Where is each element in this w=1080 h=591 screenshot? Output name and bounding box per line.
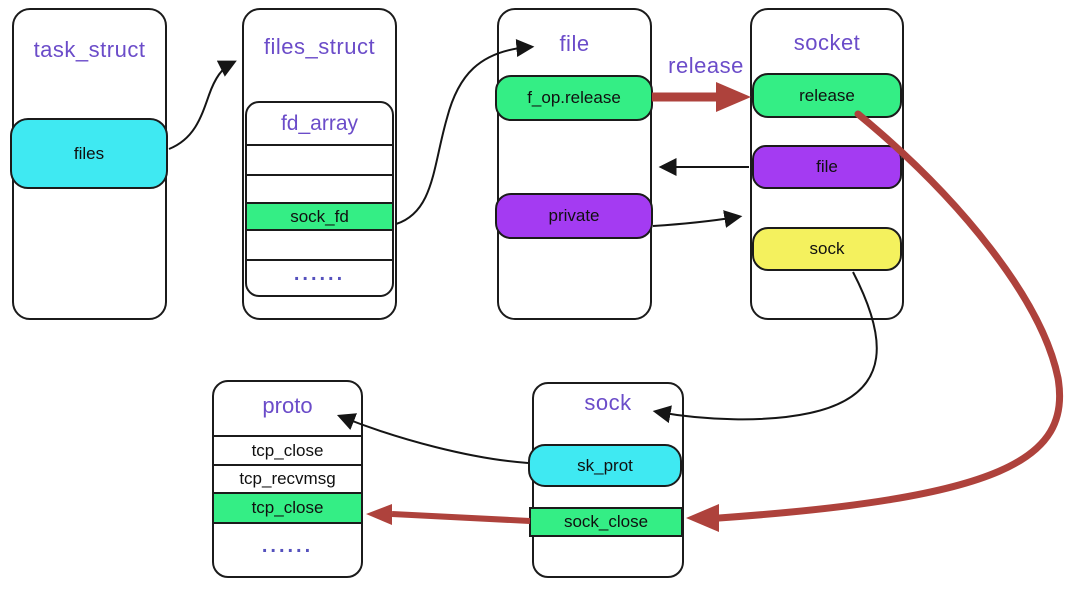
release-arrow-label: release bbox=[668, 53, 744, 78]
files-pill: files bbox=[10, 118, 168, 189]
f-op-release-pill: f_op.release bbox=[495, 75, 653, 121]
proto-row-tcp-recvmsg: tcp_recvmsg bbox=[214, 464, 361, 492]
file-title: file bbox=[559, 31, 590, 56]
fd-array-empty-row bbox=[247, 231, 392, 259]
fd-array-title: fd_array bbox=[280, 111, 359, 135]
sock-fd-row: sock_fd bbox=[247, 202, 392, 231]
ellipsis-text: ...... bbox=[293, 262, 346, 285]
private-pill: private bbox=[495, 193, 653, 239]
proto-row-tcp-close-green: tcp_close bbox=[214, 492, 361, 524]
arrow-files-to-files-struct bbox=[168, 60, 237, 150]
proto-dots-row: ...... bbox=[214, 524, 361, 576]
arrow-release-red bbox=[652, 82, 751, 112]
proto-title: proto bbox=[262, 392, 313, 418]
fd-array-empty-row bbox=[247, 174, 392, 202]
sock-title: sock bbox=[584, 390, 632, 415]
fd-array-empty-row bbox=[247, 144, 392, 174]
socket-file-pill: file bbox=[752, 145, 902, 189]
ellipsis-text: ...... bbox=[261, 534, 314, 557]
socket-sock-pill: sock bbox=[752, 227, 902, 271]
arrow-private-to-socket bbox=[652, 210, 743, 228]
sk-prot-pill: sk_prot bbox=[528, 444, 682, 487]
proto-box: proto tcp_close tcp_recvmsg tcp_close ..… bbox=[212, 380, 363, 578]
sock-close-row: sock_close bbox=[529, 507, 683, 537]
arrow-sk-prot-to-proto bbox=[336, 413, 529, 464]
fd-array-dots-row: ...... bbox=[247, 259, 392, 295]
proto-row-tcp-close: tcp_close bbox=[214, 435, 361, 464]
files-struct-title: files_struct bbox=[263, 34, 376, 59]
socket-title: socket bbox=[793, 30, 861, 55]
socket-release-pill: release bbox=[752, 73, 902, 118]
arrow-sock-close-to-tcp-close-red bbox=[366, 504, 531, 525]
task-struct-title: task_struct bbox=[33, 37, 146, 62]
fd-array-box: fd_array sock_fd ...... bbox=[245, 101, 394, 297]
